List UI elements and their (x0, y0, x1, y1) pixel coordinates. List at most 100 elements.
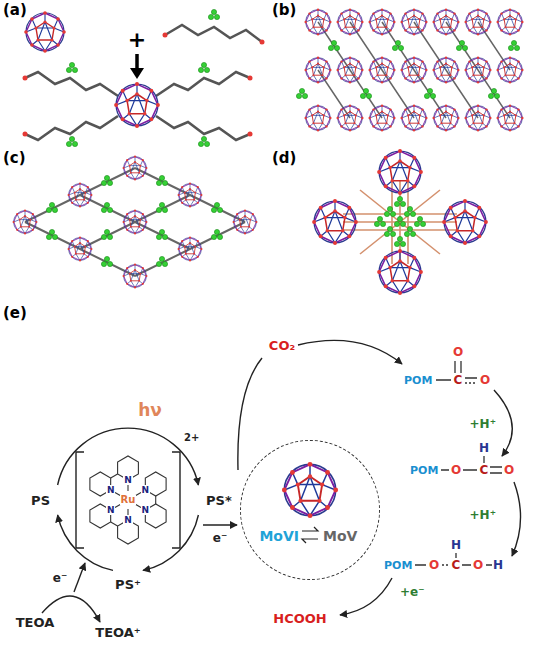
atom-label: O (503, 464, 515, 476)
species-label: TEOA (16, 616, 55, 629)
cf3-group (360, 88, 371, 98)
pom-cluster (123, 264, 148, 289)
pom-cluster (442, 199, 488, 245)
pom-cluster (304, 8, 331, 35)
linker (165, 25, 262, 42)
atom-label: O (472, 559, 484, 571)
pom-cluster (282, 462, 338, 518)
atom-label: C (451, 559, 462, 571)
pom-cluster (496, 8, 523, 35)
pom-label: POM (384, 560, 412, 571)
atom-label: N (141, 506, 151, 515)
panel-label: (b) (272, 3, 296, 18)
pom-row (304, 56, 523, 83)
reaction-cycle (238, 340, 521, 615)
cf3-group (394, 216, 405, 226)
pom-cluster (114, 82, 160, 128)
atom-label: H (492, 559, 504, 571)
bond (465, 382, 477, 383)
linker (156, 72, 250, 96)
pom-cluster (304, 104, 331, 131)
cf3-group (374, 216, 385, 226)
atom (248, 132, 253, 137)
reagent-label: +e⁻ (400, 586, 425, 598)
pom-cluster (368, 8, 395, 35)
pom-cluster (464, 8, 491, 35)
atom (260, 40, 265, 45)
cf3-group (488, 88, 499, 98)
cf3-group (394, 236, 405, 246)
pom-cluster (233, 210, 258, 235)
pom-cluster (178, 237, 203, 262)
cf3-group (508, 40, 519, 50)
pom-row (304, 8, 523, 35)
node-text: MoV (323, 529, 357, 543)
cf3-group (392, 40, 403, 50)
cf3-group (296, 88, 307, 98)
pom-cluster (336, 8, 363, 35)
atom-label: N (106, 506, 116, 515)
network-links (25, 168, 245, 276)
bond (111, 472, 118, 480)
cf3-group (456, 40, 467, 50)
reagent-label: +H⁺ (470, 418, 496, 430)
cycle-arrow (340, 578, 392, 615)
pom-label: POM (410, 465, 438, 476)
cf3-group (101, 202, 112, 212)
bond (152, 496, 159, 504)
atom (163, 33, 168, 38)
cf3-group (394, 196, 405, 206)
molecule-label: CO₂ (269, 339, 295, 352)
photosensitizer-cycle (42, 428, 237, 622)
pom-cluster (464, 104, 491, 131)
pom-cluster (68, 237, 93, 262)
bipyridine (118, 456, 139, 491)
atom-label: O (450, 464, 462, 476)
chemical-bonds (415, 361, 502, 565)
node-text: MoVI (259, 529, 299, 543)
cf3-group (156, 175, 167, 185)
cf3-group (66, 62, 77, 72)
cf3-group (328, 40, 339, 50)
pom-cluster (178, 183, 203, 208)
pyridine-ring (118, 509, 139, 544)
cf3-group (156, 229, 167, 239)
cf3-group (414, 216, 425, 226)
atom-label: N (106, 486, 116, 495)
plus-sign: + (128, 29, 146, 51)
pom-cluster (464, 56, 491, 83)
cf3-group (424, 88, 435, 98)
atom-label: C (479, 464, 490, 476)
cf3-group (46, 229, 57, 239)
atom-label: O (428, 559, 440, 571)
charge-label: 2+ (184, 433, 199, 443)
cf3-group (211, 202, 222, 212)
cf3-group (156, 202, 167, 212)
species-label: PS (31, 494, 50, 507)
cf3-group (101, 229, 112, 239)
cf3-group (156, 256, 167, 266)
pom-cluster (377, 249, 423, 295)
reagent-label: +H⁺ (470, 509, 496, 521)
electron-label: e⁻ (213, 532, 227, 544)
pyridine-ring (131, 495, 172, 531)
atom-label: H (478, 442, 490, 454)
cf3-group (404, 226, 415, 236)
light-label: hν (138, 402, 162, 419)
pom-cluster (400, 8, 427, 35)
cycle-arrow (298, 340, 402, 364)
atom-label: N (141, 486, 151, 495)
cf3-group (101, 175, 112, 185)
cycle-arrow (512, 482, 521, 556)
pyridine-ring (118, 456, 139, 491)
pom-row (304, 104, 523, 131)
ru-complex (85, 456, 175, 544)
bipyridine (131, 495, 172, 531)
cf3-group (208, 9, 219, 19)
cf3-group (101, 256, 112, 266)
atom (23, 132, 28, 137)
pom-cluster (377, 149, 423, 195)
bond (442, 564, 450, 565)
cf3-group (66, 136, 77, 146)
